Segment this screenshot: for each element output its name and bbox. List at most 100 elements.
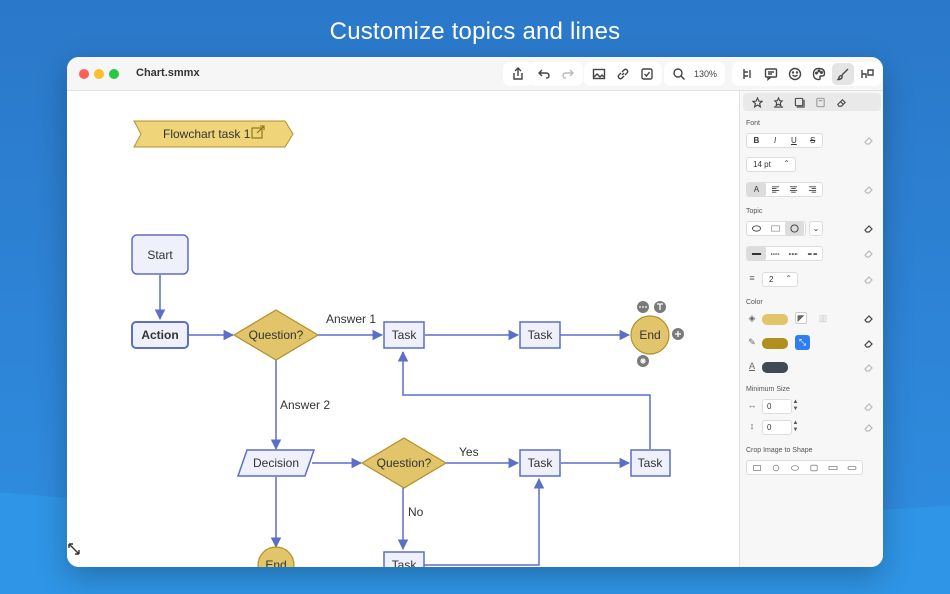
clear-line-width-button[interactable] [862, 272, 876, 286]
text-style-button[interactable]: A [747, 183, 766, 196]
border-dotted-button[interactable] [766, 247, 785, 260]
align-left-button[interactable] [766, 183, 785, 196]
shape-rect-button[interactable] [766, 222, 785, 235]
external-link-icon[interactable] [251, 125, 265, 139]
crop-pill-button[interactable] [842, 461, 861, 474]
node-more-handle-icon[interactable] [637, 301, 649, 313]
height-icon: ↕ [749, 421, 755, 431]
undo-icon [538, 69, 550, 79]
shape-circle-button[interactable] [785, 222, 804, 235]
crop-wide-button[interactable] [823, 461, 842, 474]
topic-decision[interactable]: Decision [236, 449, 316, 477]
zoom-button[interactable] [668, 63, 690, 85]
min-height-field[interactable]: 0 [762, 420, 792, 435]
tab-star[interactable] [747, 94, 767, 110]
crop-oval-button[interactable] [785, 461, 804, 474]
title-bar: Chart.smmx [67, 57, 883, 91]
shape-more-dropdown[interactable]: ⌄ [809, 221, 823, 236]
format-button[interactable] [832, 63, 854, 85]
emoji-button[interactable] [784, 63, 806, 85]
zoom-window-button[interactable] [109, 69, 119, 79]
text-color-swatch[interactable] [762, 362, 788, 373]
connector-lines [154, 275, 651, 566]
font-size-dropdown[interactable]: 14 pt ⌃ [746, 157, 796, 172]
topic-end-2[interactable]: End [257, 546, 295, 567]
theme-button[interactable] [808, 63, 830, 85]
min-width-field[interactable]: 0 [762, 399, 792, 414]
align-right-button[interactable] [803, 183, 822, 196]
topic-end-1[interactable]: End [630, 315, 670, 355]
align-center-button[interactable] [785, 183, 804, 196]
clear-min-height-button[interactable] [862, 420, 876, 434]
insert-link-button[interactable] [612, 63, 634, 85]
contrast-icon[interactable]: ◤ [795, 312, 807, 324]
mindmap-canvas[interactable]: Flowchart task 1 [67, 91, 739, 567]
insert-task-button[interactable] [636, 63, 658, 85]
border-solid-button[interactable] [747, 247, 766, 260]
close-window-button[interactable] [79, 69, 89, 79]
italic-button[interactable]: I [774, 136, 777, 145]
shape-oval-button[interactable] [747, 222, 766, 235]
inspector-tabs [743, 93, 881, 111]
topic-section-label: Topic [746, 208, 763, 215]
clear-text-color-button[interactable] [862, 360, 876, 374]
border-long-dash-button[interactable] [803, 247, 822, 260]
bold-button[interactable]: B [753, 136, 760, 145]
min-width-stepper[interactable]: ▲▼ [792, 399, 799, 412]
undo-button[interactable] [533, 63, 555, 85]
fill-color-swatch[interactable] [762, 314, 788, 325]
smiley-icon [788, 67, 802, 81]
line-connector-button[interactable]: ⤡ [795, 335, 810, 350]
topic-shape-icon [794, 97, 805, 108]
topic-action[interactable]: Action [131, 321, 189, 349]
clear-border-style-button[interactable] [862, 246, 876, 260]
fill-pattern-icon[interactable]: ▥ [818, 312, 828, 323]
min-size-section-label: Minimum Size [746, 386, 790, 393]
share-button[interactable] [507, 63, 529, 85]
node-add-handle-icon[interactable] [672, 328, 684, 340]
topic-question-2[interactable]: Question? [360, 437, 448, 489]
strikethrough-button[interactable]: S [809, 136, 816, 145]
banner-topic[interactable]: Flowchart task 1 [133, 120, 294, 148]
tab-style[interactable] [768, 94, 788, 110]
tab-topic[interactable] [789, 94, 809, 110]
node-connect-handle-icon[interactable] [637, 355, 649, 367]
clear-border-color-button[interactable] [862, 336, 876, 350]
underline-button[interactable]: U [790, 136, 797, 145]
outline-button[interactable] [736, 63, 758, 85]
wide-rect-crop-icon [828, 465, 837, 470]
topic-task-4[interactable]: Task [630, 449, 671, 477]
rect-crop-icon [752, 464, 761, 471]
text-align-segment: A [746, 182, 823, 197]
topic-task-1[interactable]: Task [383, 321, 425, 349]
crop-circle-button[interactable] [766, 461, 785, 474]
redo-button[interactable] [557, 63, 579, 85]
topic-question-1[interactable]: Question? [232, 309, 320, 361]
line-width-dropdown[interactable]: 2 ⌃ [762, 272, 798, 287]
crop-rounded-button[interactable] [804, 461, 823, 474]
border-dashed-button[interactable] [785, 247, 804, 260]
topic-task-5-label: Task [392, 558, 418, 567]
topic-start[interactable]: Start [131, 234, 189, 275]
minimize-window-button[interactable] [94, 69, 104, 79]
presentation-button[interactable] [856, 63, 878, 85]
pill-crop-icon [847, 465, 856, 470]
insert-image-button[interactable] [588, 63, 610, 85]
notes-button[interactable] [760, 63, 782, 85]
clear-topic-shape-button[interactable] [862, 221, 876, 235]
tab-clear[interactable] [831, 94, 851, 110]
node-text-handle-icon[interactable] [654, 301, 666, 313]
clear-fill-color-button[interactable] [862, 311, 876, 325]
crop-rect-button[interactable] [747, 461, 766, 474]
border-color-swatch[interactable] [762, 338, 788, 349]
clear-min-width-button[interactable] [862, 399, 876, 413]
topic-task-3[interactable]: Task [519, 449, 561, 477]
eraser-icon [864, 364, 873, 372]
topic-task-5[interactable]: Task [383, 551, 425, 567]
topic-task-2[interactable]: Task [519, 321, 561, 349]
min-height-stepper[interactable]: ▲▼ [792, 420, 799, 433]
tab-document[interactable] [810, 94, 830, 110]
clear-font-style-button[interactable] [862, 133, 876, 147]
fullscreen-icon[interactable] [67, 542, 81, 556]
clear-alignment-button[interactable] [862, 182, 876, 196]
